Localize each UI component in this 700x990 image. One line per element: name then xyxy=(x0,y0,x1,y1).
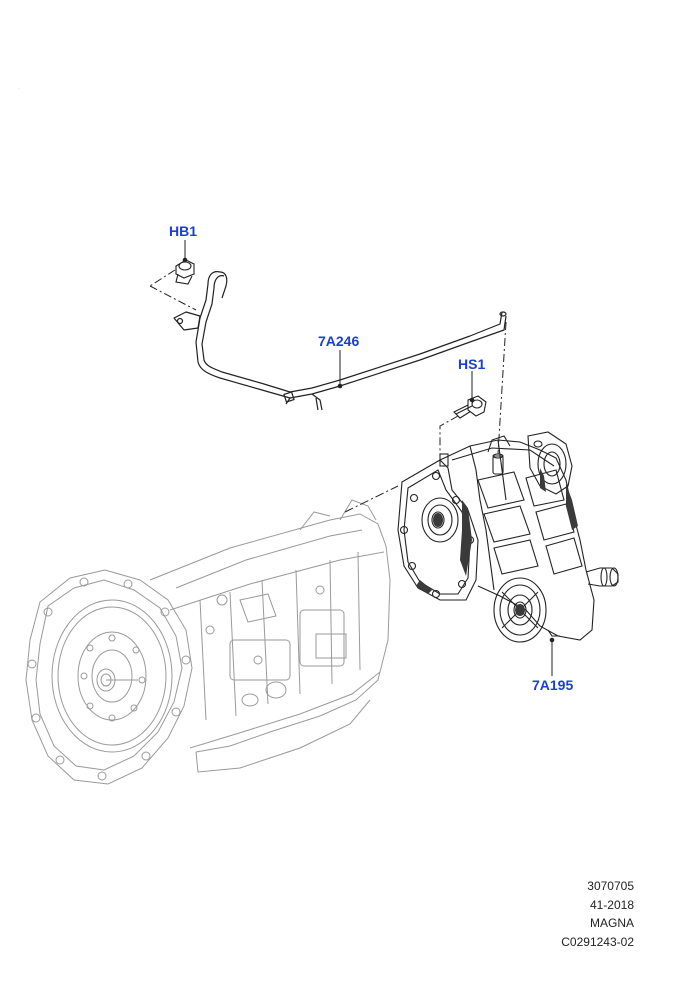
corner-mark: · xyxy=(18,86,20,92)
automatic-transmission-illustration xyxy=(25,499,391,785)
illustration-id: C0291243-02 xyxy=(561,935,634,949)
callout-hs1[interactable]: HS1 xyxy=(458,356,486,372)
diagram-supplier: MAGNA xyxy=(589,916,634,930)
callout-hb1[interactable]: HB1 xyxy=(169,223,198,239)
hb1-fastener-illustration xyxy=(175,259,195,285)
leader-lines xyxy=(149,240,555,676)
callout-7a195[interactable]: 7A195 xyxy=(532,677,574,693)
transfer-case-illustration xyxy=(397,431,619,643)
diagram-code: 3070705 xyxy=(587,879,634,893)
transfer-case-shading xyxy=(416,468,578,616)
hs1-bolt-illustration xyxy=(453,395,487,419)
vent-tube-illustration xyxy=(173,271,507,411)
alignment-line-transmission xyxy=(344,485,399,513)
diagram-date: 41-2018 xyxy=(589,898,634,912)
callout-7a246[interactable]: 7A246 xyxy=(318,333,360,349)
